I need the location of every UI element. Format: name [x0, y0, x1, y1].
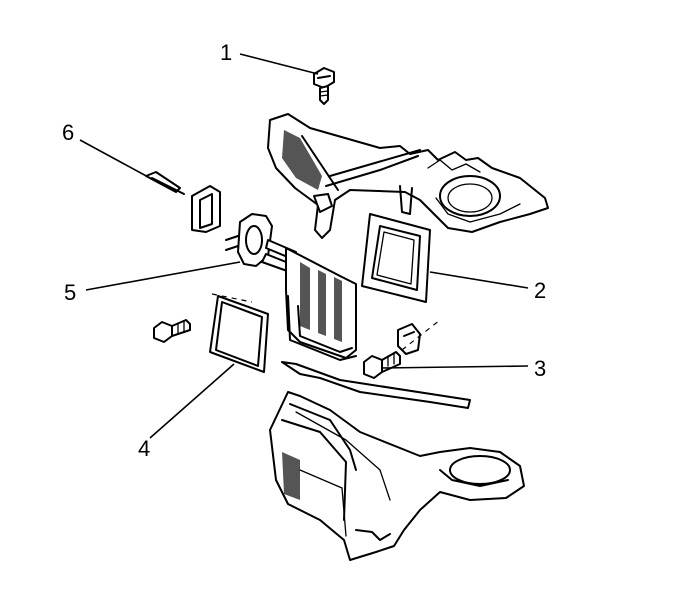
- leader-3: [381, 365, 529, 369]
- upper-evaporator-case: [267, 113, 549, 239]
- callout-1: 1: [220, 40, 232, 65]
- callout-3: 3: [534, 356, 546, 381]
- upper-case-screw: [313, 67, 335, 105]
- callout-4: 4: [138, 436, 150, 461]
- evaporator-screw-left: [153, 319, 191, 343]
- leader-lines: [79, 53, 529, 439]
- retaining-clip: [145, 171, 221, 233]
- callout-6: 6: [62, 120, 74, 145]
- evaporator-seal: [209, 293, 269, 373]
- callout-2: 2: [534, 278, 546, 303]
- leader-5: [85, 261, 241, 291]
- leader-4: [149, 363, 235, 439]
- lower-evaporator-case: [269, 361, 525, 561]
- callout-5: 5: [64, 280, 76, 305]
- evaporator-screw-right: [363, 319, 441, 379]
- leader-1: [239, 53, 319, 75]
- filter-seal: [361, 213, 431, 303]
- leader-2: [429, 271, 529, 289]
- evaporator-core: [225, 213, 357, 361]
- leader-6: [79, 139, 151, 179]
